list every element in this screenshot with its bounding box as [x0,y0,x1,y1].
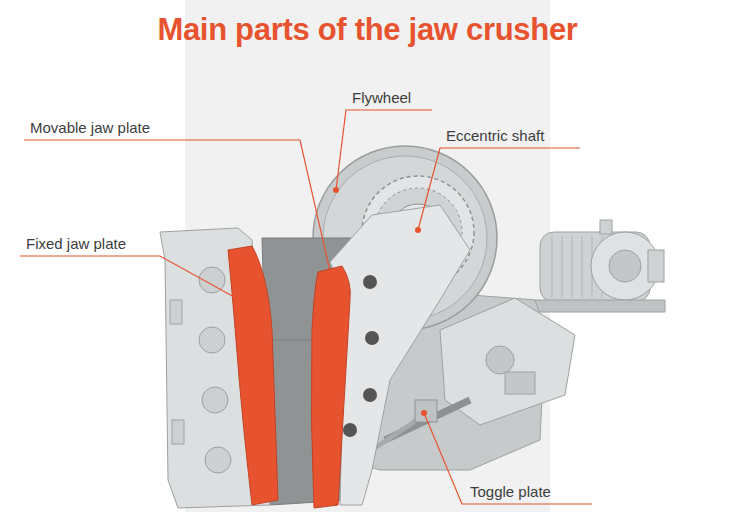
movable-jaw [330,205,470,505]
motor [520,220,665,312]
fixed-jaw-plate [228,246,278,505]
title: Main parts of the jaw crusher [0,12,735,48]
part-label: Toggle plate [470,483,551,500]
leader-lines [20,110,592,504]
part-label: Flywheel [352,89,411,106]
leader-dots [233,187,427,416]
part-label: Eccentric shaft [446,127,544,144]
part-label: Movable jaw plate [30,119,150,136]
movable-jaw-plate [311,266,350,508]
part-label: Fixed jaw plate [26,235,126,252]
